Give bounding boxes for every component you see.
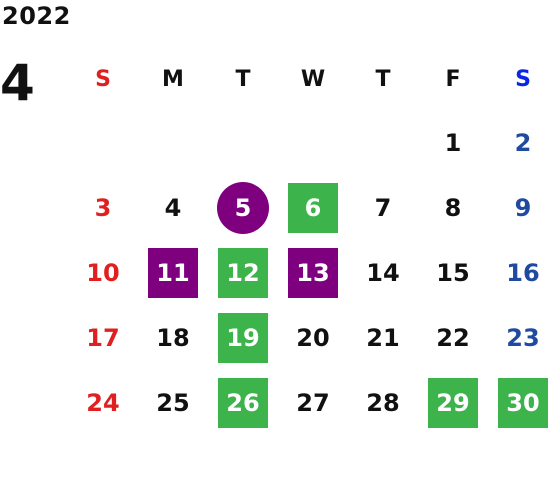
calendar-day-number: 1	[444, 128, 462, 157]
calendar-day-cell[interactable]: 22	[418, 305, 488, 370]
calendar-day-cell	[278, 110, 348, 175]
calendar-day-number: 15	[436, 258, 470, 287]
calendar-day-number: 12	[218, 247, 268, 298]
calendar-day-cell	[138, 110, 208, 175]
calendar-day-number: 21	[366, 323, 400, 352]
calendar-day-number: 24	[86, 388, 120, 417]
calendar-day-number: 17	[86, 323, 120, 352]
calendar-day-cell[interactable]: 7	[348, 175, 418, 240]
calendar-day-cell[interactable]: 27	[278, 370, 348, 435]
calendar-day-number: 6	[288, 182, 338, 233]
calendar-day-cell	[348, 110, 418, 175]
calendar-day-cell[interactable]: 21	[348, 305, 418, 370]
calendar-week-row: 10 11 12 13 14 15 16	[68, 240, 548, 305]
calendar-day-cell[interactable]: 8	[418, 175, 488, 240]
calendar-day-number	[218, 118, 268, 168]
calendar-day-cell[interactable]: 17	[68, 305, 138, 370]
calendar-day-cell[interactable]: 13	[278, 240, 348, 305]
calendar-day-cell[interactable]: 1	[418, 110, 488, 175]
calendar-day-cell[interactable]: 15	[418, 240, 488, 305]
weekday-monday: M	[162, 67, 184, 92]
calendar-day-cell[interactable]: 25	[138, 370, 208, 435]
calendar-day-number: 10	[86, 258, 120, 287]
month-label: 4	[0, 54, 35, 112]
calendar-day-cell	[68, 110, 138, 175]
calendar-day-cell[interactable]: 6	[278, 175, 348, 240]
calendar-day-number: 18	[156, 323, 190, 352]
calendar-day-cell[interactable]: 30	[488, 370, 548, 435]
weekday-thursday: T	[375, 67, 391, 92]
calendar-day-cell[interactable]: 14	[348, 240, 418, 305]
weekday-saturday: S	[515, 67, 531, 92]
calendar-day-cell[interactable]: 16	[488, 240, 548, 305]
calendar-day-number: 26	[218, 377, 268, 428]
calendar-day-number: 14	[366, 258, 400, 287]
calendar-day-cell[interactable]: 18	[138, 305, 208, 370]
calendar-day-cell[interactable]: 23	[488, 305, 548, 370]
calendar-day-number	[148, 118, 198, 168]
weekday-header-row: S M T W T F S	[68, 50, 548, 110]
calendar-day-number	[358, 118, 408, 168]
calendar-day-number: 4	[164, 193, 182, 222]
weekday-tuesday: T	[235, 67, 251, 92]
calendar-day-number: 27	[296, 388, 330, 417]
calendar-day-cell[interactable]: 26	[208, 370, 278, 435]
weekday-sunday: S	[95, 67, 111, 92]
calendar-day-number: 28	[366, 388, 400, 417]
calendar-day-cell[interactable]: 12	[208, 240, 278, 305]
calendar-day-cell[interactable]: 20	[278, 305, 348, 370]
calendar-day-number: 3	[94, 193, 112, 222]
calendar-day-cell[interactable]: 19	[208, 305, 278, 370]
calendar-day-number: 20	[296, 323, 330, 352]
calendar-day-cell[interactable]: 11	[138, 240, 208, 305]
calendar-day-number	[288, 118, 338, 168]
calendar-day-number: 30	[498, 377, 548, 428]
calendar-day-cell[interactable]: 10	[68, 240, 138, 305]
calendar-day-number: 8	[444, 193, 462, 222]
calendar-day-number: 16	[506, 258, 540, 287]
calendar-day-number: 9	[514, 193, 532, 222]
calendar-day-cell[interactable]: 24	[68, 370, 138, 435]
calendar-week-row: 17 18 19 20 21 22 23	[68, 305, 548, 370]
calendar-day-number: 2	[514, 128, 532, 157]
calendar-day-cell[interactable]: 9	[488, 175, 548, 240]
year-label: 2022	[2, 2, 71, 30]
calendar-day-cell[interactable]: 4	[138, 175, 208, 240]
calendar-day-cell[interactable]: 5	[208, 175, 278, 240]
weekday-friday: F	[445, 67, 461, 92]
calendar-day-number: 29	[428, 377, 478, 428]
calendar-day-number: 13	[288, 247, 338, 298]
calendar-day-number: 23	[506, 323, 540, 352]
calendar-day-number: 22	[436, 323, 470, 352]
calendar-day-number	[78, 118, 128, 168]
calendar-day-number: 19	[218, 312, 268, 363]
calendar-day-cell[interactable]: 3	[68, 175, 138, 240]
calendar-day-cell[interactable]: 28	[348, 370, 418, 435]
calendar-day-cell	[208, 110, 278, 175]
calendar-week-row: 24 25 26 27 28 29 30	[68, 370, 548, 435]
calendar-day-number: 5	[217, 181, 269, 234]
calendar-day-cell[interactable]: 2	[488, 110, 548, 175]
calendar-day-cell[interactable]: 29	[418, 370, 488, 435]
calendar-day-number: 11	[148, 247, 198, 298]
calendar-day-number: 7	[374, 193, 392, 222]
weekday-wednesday: W	[300, 67, 326, 92]
calendar-day-number: 25	[156, 388, 190, 417]
